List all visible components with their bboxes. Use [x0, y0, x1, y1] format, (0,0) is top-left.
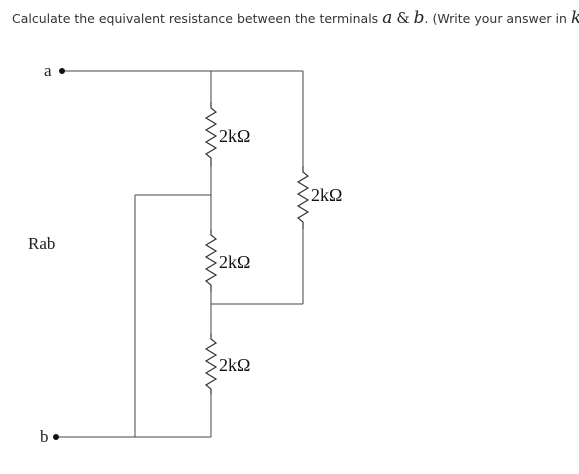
- resistor-3-label: 2kΩ: [219, 355, 250, 375]
- terminal-a-dot: [59, 68, 65, 74]
- resistor-3-symbol: [204, 333, 218, 395]
- question-suffix: . (Write your answer in: [424, 11, 567, 26]
- resistor-2-label: 2kΩ: [219, 252, 250, 272]
- terminal-a-symbol: a: [382, 8, 393, 28]
- resistor-1-label: 2kΩ: [219, 126, 250, 146]
- question-text: Calculate the equivalent resistance betw…: [12, 8, 579, 28]
- resistor-4-label: 2kΩ: [311, 185, 342, 205]
- unit-symbol: kΩ: [571, 8, 579, 28]
- terminal-b-label: b: [40, 427, 49, 446]
- terminal-a-label: a: [44, 61, 52, 80]
- rab-label: Rab: [28, 234, 55, 253]
- resistor-2-symbol: [204, 229, 218, 292]
- question-prefix: Calculate the equivalent resistance betw…: [12, 11, 379, 26]
- resistor-1-symbol: [204, 102, 218, 167]
- ampersand-symbol: &: [396, 9, 410, 27]
- resistor-4-symbol: [296, 166, 310, 229]
- terminal-b-dot: [53, 434, 59, 440]
- terminal-b-symbol: b: [413, 8, 425, 28]
